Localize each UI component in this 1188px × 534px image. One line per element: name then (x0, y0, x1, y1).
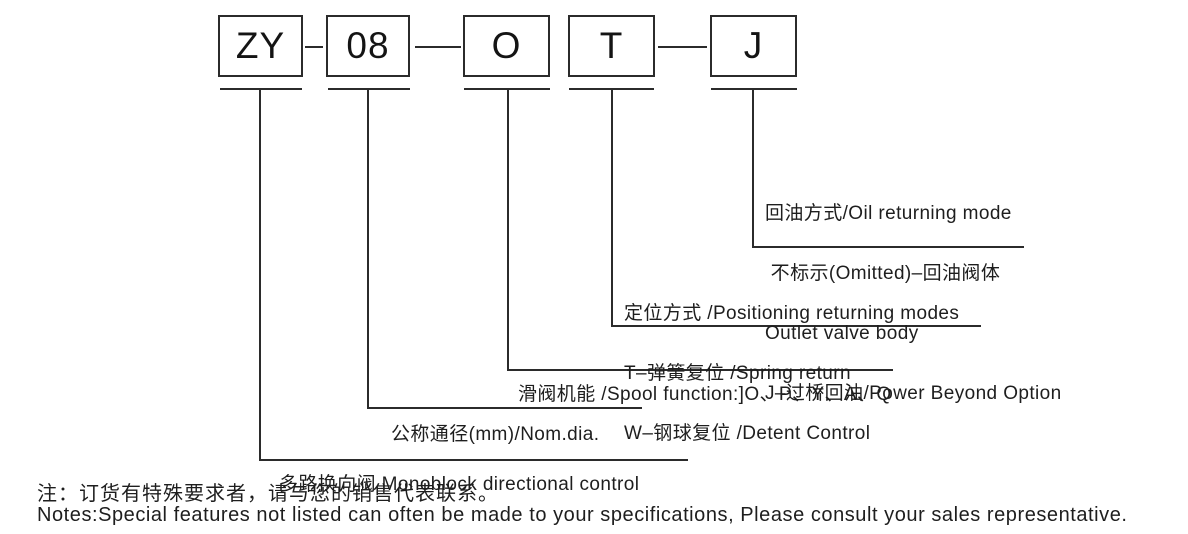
code-box-zy-label: ZY (235, 25, 286, 66)
connector-dash-08-o (415, 46, 461, 48)
code-box-j: J (710, 15, 797, 77)
leader-line-t (611, 325, 981, 327)
code-box-o-label: O (491, 25, 522, 66)
code-box-j-label: J (743, 25, 764, 66)
stem-o (507, 88, 509, 371)
desc-line: 定位方式 /Positioning returning modes (624, 303, 960, 324)
desc-line: 多路换向阀 Monoblock directional control (279, 474, 640, 495)
connector-dash-zy-08 (305, 46, 323, 48)
code-box-08-label: 08 (346, 25, 390, 66)
desc-nominal-diameter: 公称通径(mm)/Nom.dia. (391, 385, 599, 485)
note-english: Notes:Special features not listed can of… (37, 504, 1128, 526)
underbar-zy (220, 88, 302, 90)
stem-t (611, 88, 613, 327)
code-box-o: O (463, 15, 550, 77)
stem-j (752, 88, 754, 248)
desc-positioning-modes: 定位方式 /Positioning returning modes T–弹簧复位… (624, 264, 959, 484)
leader-line-08 (367, 407, 642, 409)
leader-line-o (507, 369, 893, 371)
desc-line: W–钢球复位 /Detent Control (624, 423, 871, 444)
desc-oil-returning-mode: 回油方式/Oil returning mode 不标示(Omitted)–回油阀… (765, 164, 1062, 444)
desc-line: J–过桥回油/Power Beyond Option (765, 383, 1062, 404)
leader-line-zy (259, 459, 688, 461)
code-box-t-label: T (599, 25, 624, 66)
desc-line: 回油方式/Oil returning mode (765, 203, 1012, 224)
desc-line: T–弹簧复位 /Spring return (624, 363, 851, 384)
stem-08 (367, 88, 369, 409)
desc-line: 不标示(Omitted)–回油阀体 (765, 263, 1001, 284)
desc-spool-function: 滑阀机能 /Spool function:]O、P、Y、A、Q (518, 345, 892, 445)
code-box-08: 08 (326, 15, 410, 77)
desc-line: 滑阀机能 /Spool function:]O、P、Y、A、Q (518, 384, 892, 405)
stem-zy (259, 88, 261, 461)
code-box-t: T (568, 15, 655, 77)
underbar-08 (328, 88, 410, 90)
desc-monoblock-control: 多路换向阀 Monoblock directional control (279, 435, 639, 534)
leader-line-j (752, 246, 1024, 248)
note-chinese: 注：订货有特殊要求者，请与您的销售代表联系。 (37, 483, 499, 505)
code-box-zy: ZY (218, 15, 303, 77)
desc-line: Outlet valve body (765, 323, 919, 344)
underbar-j (711, 88, 797, 90)
connector-dash-t-j (658, 46, 707, 48)
desc-line: 公称通径(mm)/Nom.dia. (391, 424, 600, 445)
